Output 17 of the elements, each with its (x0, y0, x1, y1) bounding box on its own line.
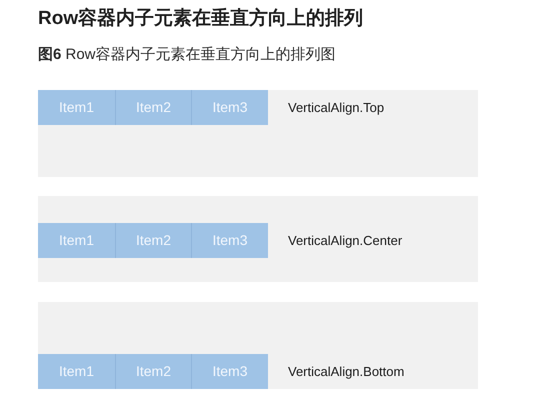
child-item: Item3 (191, 354, 268, 389)
figure-caption: 图6 Row容器内子元素在垂直方向上的排列图 (38, 46, 336, 64)
row-container (38, 196, 478, 282)
child-item: Item1 (38, 223, 115, 258)
child-item: Item3 (191, 90, 268, 125)
alignment-label: VerticalAlign.Top (288, 99, 384, 117)
heading: Row容器内子元素在垂直方向上的排列 (38, 8, 364, 30)
child-item: Item2 (115, 354, 191, 389)
alignment-label: VerticalAlign.Bottom (288, 363, 404, 381)
child-item: Item1 (38, 90, 115, 125)
child-item: Item2 (115, 223, 191, 258)
alignment-label: VerticalAlign.Center (288, 232, 402, 250)
child-item: Item1 (38, 354, 115, 389)
child-item: Item3 (191, 223, 268, 258)
child-item: Item2 (115, 90, 191, 125)
row-container (38, 90, 478, 177)
row-container (38, 302, 478, 389)
